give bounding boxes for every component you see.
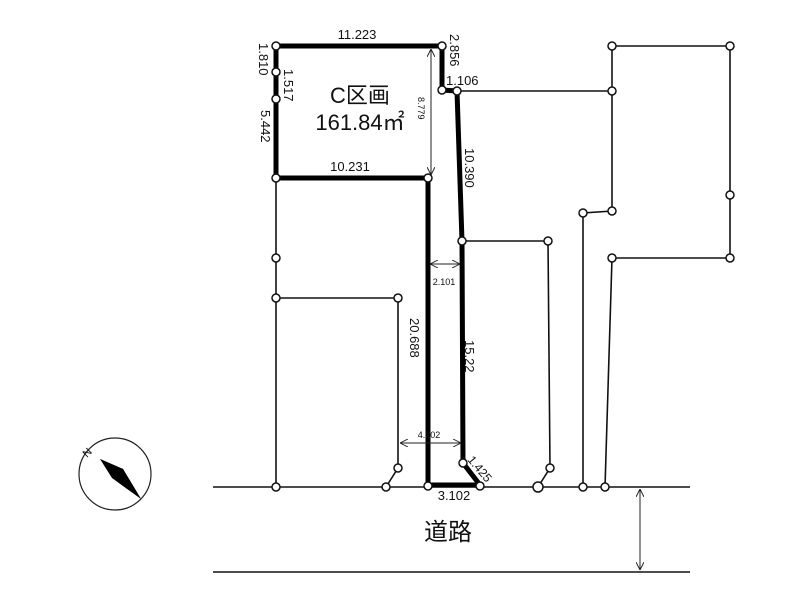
lot-area: 161.84㎡	[315, 110, 404, 135]
dim-step-width: 1.106	[446, 73, 479, 88]
north-compass: N	[78, 437, 152, 511]
neighbor-lot-right	[457, 90, 613, 487]
dim-right-upper: 10.390	[462, 148, 477, 188]
survey-points	[271, 41, 735, 493]
dim-left-mid: 1.517	[281, 69, 296, 102]
dim-right-step: 2.856	[447, 34, 462, 67]
neighbor-lot-center	[462, 240, 551, 488]
dim-top: 11.223	[338, 27, 377, 42]
neighbor-lot-left-inner	[276, 297, 399, 488]
dim-left-top: 1.810	[256, 43, 271, 76]
dim-driveway-width-top: 2.101	[433, 277, 456, 287]
dim-depth: 8.779	[416, 97, 426, 120]
road-label: 道路	[424, 519, 472, 546]
dim-driveway-left: 20.688	[407, 318, 422, 358]
lot-name: C区画	[330, 83, 390, 108]
dim-driveway-width-bottom: 4.202	[418, 430, 441, 440]
dim-driveway-right: 15.22	[462, 340, 477, 373]
dim-left-bottom: 5.442	[258, 110, 273, 143]
dim-lot-bottom: 10.231	[330, 159, 370, 174]
neighbor-lot-far-right	[604, 45, 731, 488]
dim-frontage: 3.102	[438, 488, 471, 503]
